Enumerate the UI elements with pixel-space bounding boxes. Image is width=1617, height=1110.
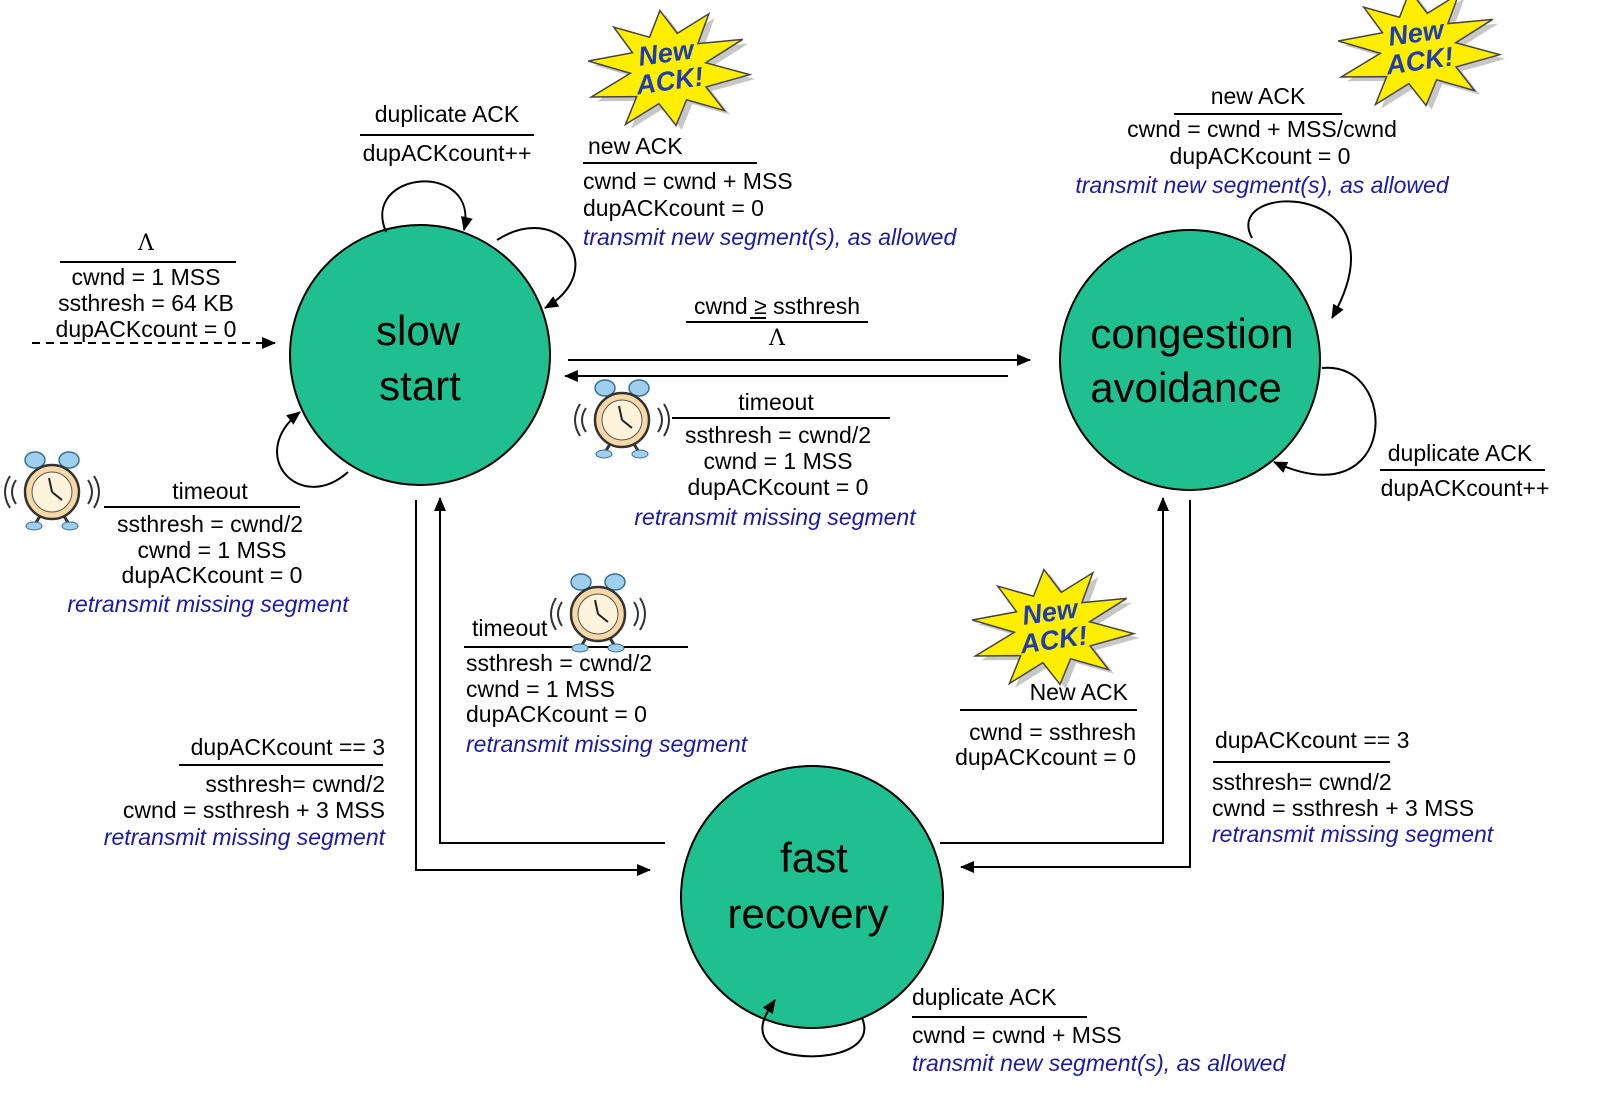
ss-new-ack-self-loop: [496, 227, 577, 309]
state-label-line1: congestion: [1090, 310, 1293, 357]
fr-to-ss-timeout-arrow: [434, 497, 665, 844]
ca-new-ack-label: new ACK cwnd = cwnd + MSS/cwnd dupACKcou…: [1075, 83, 1449, 198]
event-text: duplicate ACK: [912, 984, 1057, 1010]
event-text: duplicate ACK: [375, 101, 520, 127]
event-text: duplicate ACK: [1388, 440, 1533, 466]
action-text: cwnd = 1 MSS: [704, 448, 853, 474]
event-text: timeout: [172, 478, 248, 504]
state-label-line2: recovery: [727, 890, 888, 937]
event-text: cwnd ≥ ssthresh: [694, 293, 860, 319]
event-text: timeout: [738, 389, 814, 415]
action-text: cwnd = ssthresh: [969, 719, 1136, 745]
ss-to-ca-label: cwnd ≥ ssthresh Λ: [694, 293, 860, 351]
alarm-clock-icon: [3, 450, 101, 532]
state-label-line2: start: [379, 362, 461, 409]
action-text: Λ: [768, 326, 786, 351]
event-text: new ACK: [1211, 83, 1306, 109]
ca-to-fr-arrow: [960, 500, 1191, 873]
action-text: dupACKcount = 0: [466, 701, 647, 727]
state-label-line1: fast: [780, 834, 848, 881]
action-text: dupACKcount = 0: [955, 744, 1136, 770]
ss-new-ack-label: new ACK cwnd = cwnd + MSS dupACKcount = …: [583, 133, 957, 250]
action-text: cwnd = 1 MSS: [138, 537, 287, 563]
ss-dup-self-loop: [381, 180, 473, 233]
action-text: ssthresh = 64 KB: [58, 290, 234, 316]
action-text: dupACKcount = 0: [122, 562, 303, 588]
event-text: dupACKcount == 3: [1215, 727, 1409, 753]
fr-to-ca-label: New ACK cwnd = ssthresh dupACKcount = 0: [955, 679, 1136, 770]
action-text: dupACKcount = 0: [688, 474, 869, 500]
initial-transition-label: Λ cwnd = 1 MSS ssthresh = 64 KB dupACKco…: [56, 231, 237, 342]
ca-to-fr-label: dupACKcount == 3 ssthresh= cwnd/2 cwnd =…: [1212, 727, 1495, 847]
action-text: ssthresh= cwnd/2: [1212, 769, 1392, 795]
ca-new-ack-self-loop: [1247, 200, 1352, 319]
fr-to-ca-arrow: [940, 497, 1169, 844]
fr-dup-label: duplicate ACK cwnd = cwnd + MSS transmit…: [912, 984, 1286, 1076]
new-ack-burst-slow-start: New ACK!: [579, 0, 761, 141]
action-text: dupACKcount = 0: [583, 195, 764, 221]
action-text: cwnd = 1 MSS: [72, 264, 221, 290]
alarm-clock-icon: [573, 378, 671, 460]
retransmit-text: retransmit missing segment: [67, 591, 350, 617]
state-fast-recovery: fast recovery: [680, 765, 944, 1029]
action-text: cwnd = cwnd + MSS: [912, 1022, 1122, 1048]
action-text: ssthresh= cwnd/2: [205, 771, 385, 797]
state-label-line1: slow: [376, 307, 461, 354]
transmit-text: transmit new segment(s), as allowed: [912, 1050, 1286, 1076]
ss-timeout-self-loop: [276, 411, 349, 488]
state-label-line2: avoidance: [1090, 364, 1281, 411]
action-text: dupACKcount = 0: [1170, 143, 1351, 169]
event-text: dupACKcount == 3: [191, 734, 385, 760]
retransmit-text: retransmit missing segment: [1212, 821, 1495, 847]
ss-to-fr-label: dupACKcount == 3 ssthresh= cwnd/2 cwnd =…: [104, 734, 387, 850]
retransmit-text: retransmit missing segment: [466, 731, 749, 757]
action-text: ssthresh = cwnd/2: [685, 422, 871, 448]
fr-timeout-label: timeout ssthresh = cwnd/2 cwnd = 1 MSS d…: [466, 615, 749, 757]
ss-to-fr-arrow: [415, 500, 651, 876]
transmit-text: transmit new segment(s), as allowed: [1075, 172, 1449, 198]
retransmit-text: retransmit missing segment: [634, 504, 917, 530]
action-text: cwnd = cwnd + MSS: [583, 168, 793, 194]
action-text: dupACKcount++: [363, 140, 532, 166]
action-text: ssthresh = cwnd/2: [466, 650, 652, 676]
event-text: new ACK: [588, 133, 683, 159]
state-congestion-avoidance: congestion avoidance: [1059, 229, 1321, 491]
event-text: New ACK: [1030, 679, 1129, 705]
alarm-clock-icon: [549, 572, 647, 654]
action-text: cwnd = ssthresh + 3 MSS: [123, 797, 385, 823]
state-slow-start: slow start: [289, 224, 551, 486]
action-text: cwnd = 1 MSS: [466, 676, 615, 702]
action-text: ssthresh = cwnd/2: [117, 511, 303, 537]
event-text: timeout: [472, 615, 548, 641]
retransmit-text: retransmit missing segment: [104, 824, 387, 850]
action-text: dupACKcount = 0: [56, 316, 237, 342]
ca-dup-label: duplicate ACK dupACKcount++: [1381, 440, 1550, 501]
transmit-text: transmit new segment(s), as allowed: [583, 224, 957, 250]
action-text: cwnd = cwnd + MSS/cwnd: [1127, 116, 1397, 142]
ca-dup-self-loop: [1273, 366, 1377, 476]
ss-timeout-label: timeout ssthresh = cwnd/2 cwnd = 1 MSS d…: [67, 478, 350, 617]
action-text: cwnd = ssthresh + 3 MSS: [1212, 795, 1474, 821]
label-dividers: [60, 113, 1545, 1018]
fr-dup-self-loop: [761, 999, 866, 1058]
new-ack-burst-congestion-avoidance: New ACK!: [1329, 0, 1511, 121]
ss-dup-label: duplicate ACK dupACKcount++: [363, 101, 532, 166]
action-text: dupACKcount++: [1381, 475, 1550, 501]
ca-timeout-label: timeout ssthresh = cwnd/2 cwnd = 1 MSS d…: [634, 389, 917, 530]
event-text: Λ: [137, 231, 155, 256]
new-ack-burst-fast-recovery: New ACK!: [963, 557, 1145, 700]
